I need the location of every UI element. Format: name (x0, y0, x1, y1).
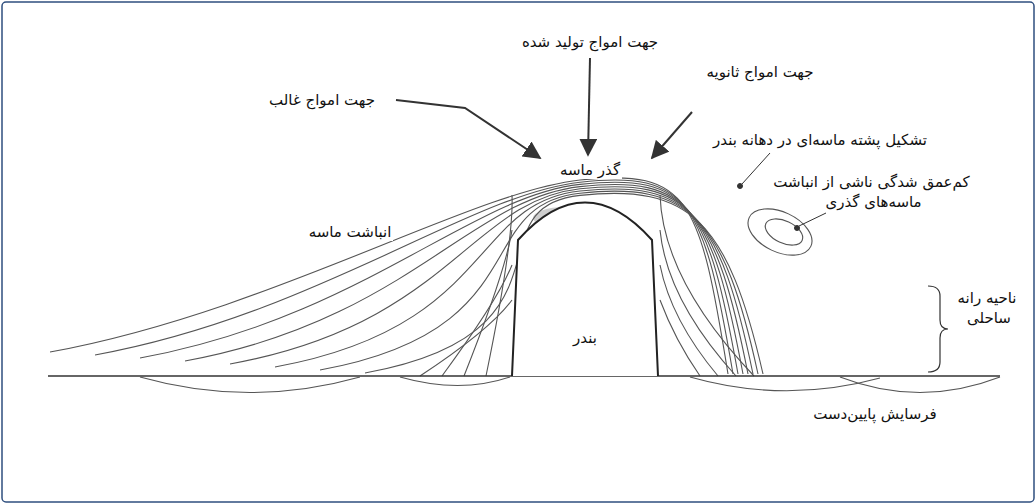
annotation-label: ناحیه رانه ساحلی (946, 288, 1030, 328)
harbor-outline (510, 185, 660, 376)
annotation-label: فرسایش پایین‌دست (795, 404, 955, 424)
label-text: تشکیل پشته ماسه‌ای در دهانه بندر (711, 131, 929, 149)
eddy-loops (741, 200, 820, 265)
harbor-node: بندر (510, 185, 660, 376)
erosion-curves (140, 377, 1000, 393)
annotation-label: کم‌عمق شدگی ناشی از انباشت ماسه‌های گذری (770, 172, 975, 212)
label-text: کم‌عمق شدگی ناشی از انباشت ماسه‌های گذری (773, 173, 971, 211)
sand-paths (50, 178, 763, 376)
label-text: جهت امواج ثانویه (704, 63, 815, 81)
annotation-label: گذر ماسه (540, 160, 640, 180)
label-text: انباشت ماسه (307, 223, 394, 241)
label-text: جهت امواج غالب (267, 91, 377, 109)
zone-bracket (928, 286, 948, 372)
annotation-label: جهت امواج ثانویه (680, 62, 840, 82)
annotation-label: انباشت ماسه (290, 222, 410, 242)
annotation-label: تشکیل پشته ماسه‌ای در دهانه بندر (690, 130, 950, 150)
wave-arrows (396, 58, 692, 158)
label-text: جهت امواج تولید شده (520, 33, 660, 51)
harbor-label: بندر (510, 328, 660, 348)
label-text: گذر ماسه (558, 161, 622, 179)
annotation-label: جهت امواج تولید شده (495, 32, 685, 52)
annotation-label: جهت امواج غالب (250, 90, 394, 110)
leader-lines (738, 153, 827, 231)
label-text: فرسایش پایین‌دست (811, 405, 939, 423)
label-text: ناحیه رانه ساحلی (958, 289, 1019, 327)
